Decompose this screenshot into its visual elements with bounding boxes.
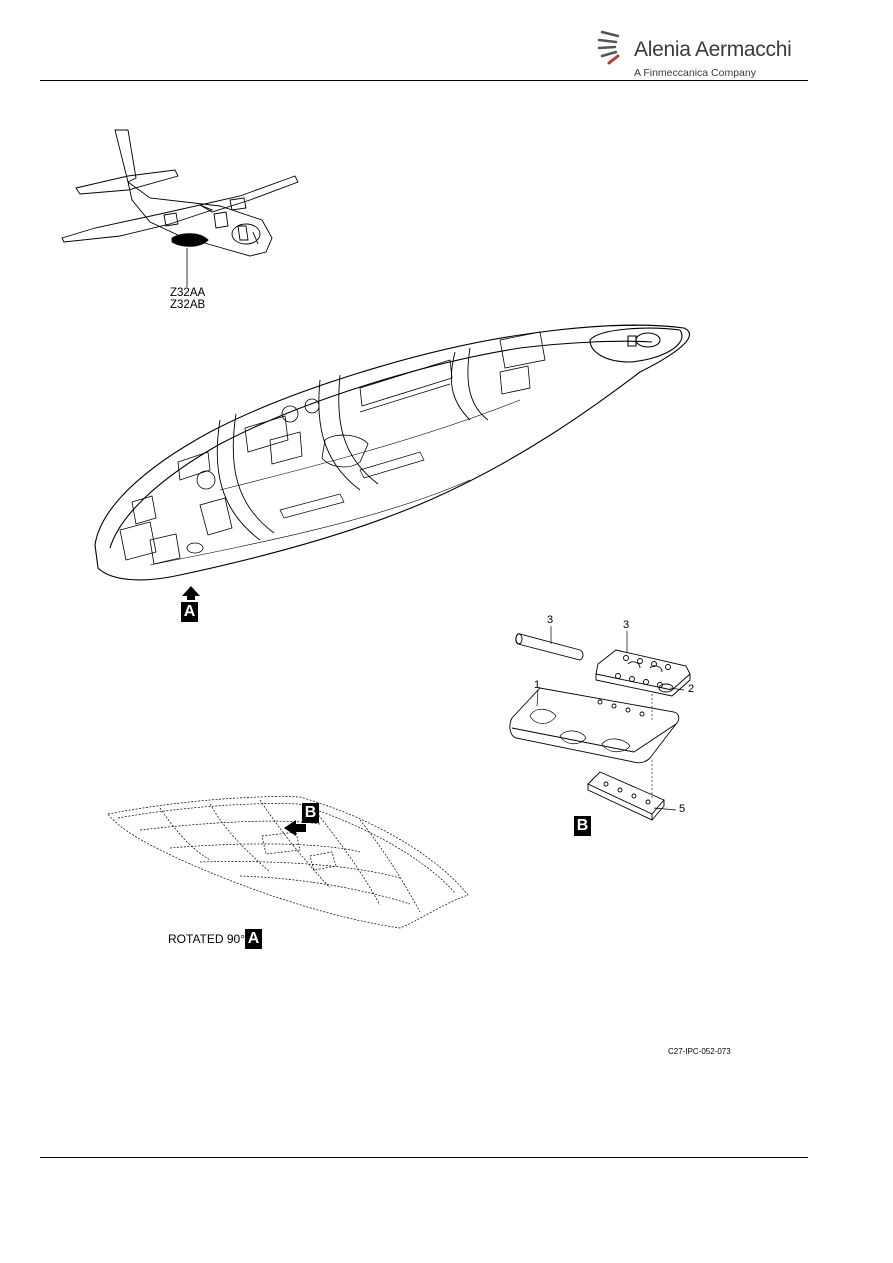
logo-mark-icon xyxy=(597,30,620,65)
callout-pin: 3 xyxy=(547,614,554,626)
rotated-panel-view xyxy=(107,796,469,929)
hinge-assembly-detail xyxy=(509,633,691,821)
zone-label: Z32AA xyxy=(170,287,206,299)
callout-fastener: 2 xyxy=(688,683,695,695)
callout-panel: 1 xyxy=(534,679,541,691)
figure-reference: C27-IPC-052-073 xyxy=(668,1047,731,1056)
detail-b-label: B xyxy=(574,816,591,836)
aircraft-locator xyxy=(61,129,299,257)
zone-label: Z32AB xyxy=(170,299,206,311)
view-b-arrow-icon xyxy=(284,820,306,836)
view-a-marker: A xyxy=(181,602,198,622)
callout-hinge: 3 xyxy=(623,619,630,631)
company-logo: Alenia Aermacchi A Finmeccanica Company xyxy=(596,24,796,84)
logo-subtitle: A Finmeccanica Company xyxy=(634,67,756,79)
callout-leaders xyxy=(536,626,685,811)
fuselage-shell xyxy=(94,324,690,581)
callout-doubler: 5 xyxy=(679,803,686,815)
rotated-label: ROTATED 90° xyxy=(168,932,246,946)
header-rule xyxy=(40,80,808,81)
footer-rule xyxy=(40,1157,808,1158)
view-a-arrow-icon xyxy=(182,586,200,600)
view-b-marker: B xyxy=(302,803,319,823)
logo-name: Alenia Aermacchi xyxy=(634,38,792,61)
rotated-view-marker: A xyxy=(245,929,262,949)
